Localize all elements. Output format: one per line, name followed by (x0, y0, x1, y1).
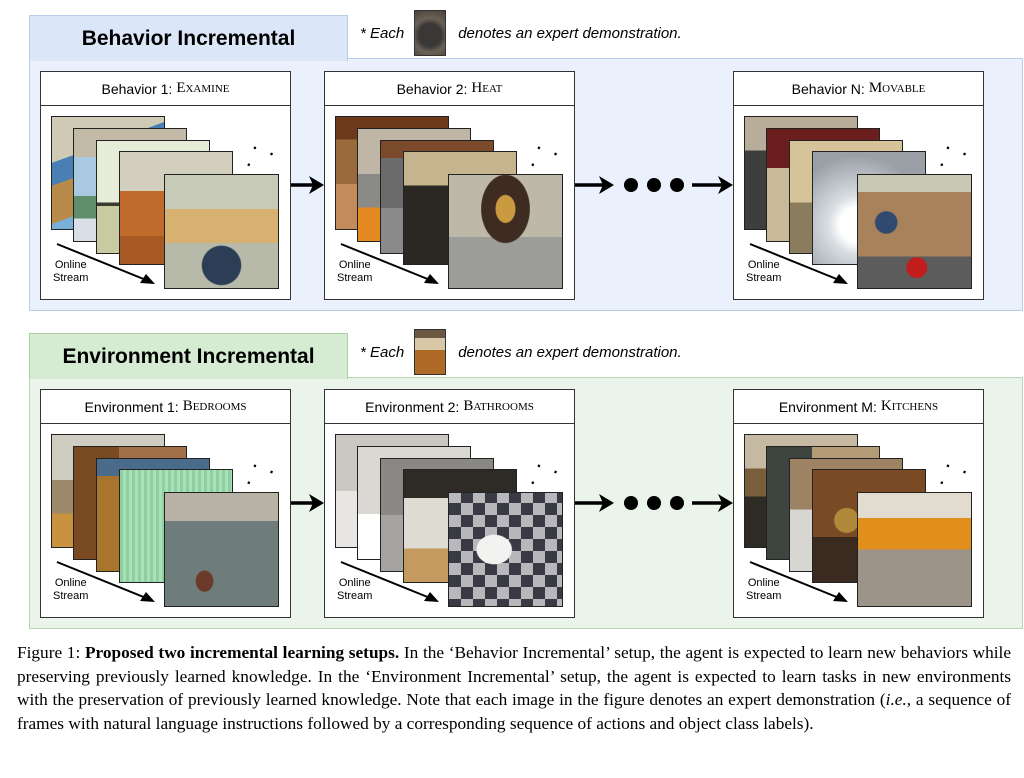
demo-frame (448, 492, 563, 607)
card-label: Behavior 1: (101, 80, 173, 97)
card-header: Environment M: Kitchens (734, 390, 983, 424)
demonstration-thumbnail-icon (414, 10, 447, 56)
online-stream-arrow-icon (56, 243, 155, 284)
card-task-name: Heat (471, 80, 503, 96)
card-header: Environment 1: Bedrooms (41, 390, 290, 424)
ellipsis-dot (670, 496, 684, 510)
card-task-name: Bathrooms (463, 398, 534, 414)
environment-note: * Each denotes an expert demonstration. (360, 329, 682, 375)
caption-text-2: , a sequence of frames with natural lang… (17, 690, 1011, 733)
note-suffix: denotes an expert demonstration. (458, 343, 682, 361)
demo-frame (857, 492, 972, 607)
ellipsis-dot (670, 178, 684, 192)
demo-frame (857, 174, 972, 289)
next-arrow-icon (291, 176, 324, 194)
demo-frame (164, 174, 279, 289)
caption-italic: i.e. (885, 690, 907, 709)
figure-caption: Figure 1: Proposed two incremental learn… (17, 641, 1011, 735)
card-label: Environment 1: (84, 398, 179, 415)
demo-frame (448, 174, 563, 289)
next-arrow-icon (692, 494, 733, 512)
online-stream-arrow-icon (56, 561, 155, 602)
ellipsis-dot (647, 496, 661, 510)
next-arrow-icon (291, 494, 324, 512)
ellipsis-dots-icon (624, 178, 684, 192)
card-header: Environment 2: Bathrooms (325, 390, 574, 424)
ellipsis-dot (624, 496, 638, 510)
note-suffix: denotes an expert demonstration. (458, 24, 682, 42)
card-header: Behavior N: Movable (734, 72, 983, 106)
note-prefix: * Each (360, 343, 405, 361)
next-arrow-icon (692, 176, 733, 194)
environment-incremental-title: Environment Incremental (29, 333, 348, 379)
caption-title: Proposed two incremental learning setups… (84, 643, 400, 662)
ellipsis-dots-icon (624, 496, 684, 510)
note-prefix: * Each (360, 24, 405, 42)
card-task-name: Examine (176, 80, 230, 96)
card-label: Behavior 2: (396, 80, 468, 97)
online-stream-arrow-icon (340, 561, 439, 602)
card-header: Behavior 2: Heat (325, 72, 574, 106)
ellipsis-dot (624, 178, 638, 192)
online-stream-arrow-icon (340, 243, 439, 284)
demonstration-thumbnail-icon (414, 329, 447, 375)
demo-frame (164, 492, 279, 607)
caption-text-1: In the ‘Behavior Incremental’ setup, the… (17, 643, 1011, 709)
caption-prefix: Figure 1: (17, 643, 85, 662)
card-task-name: Kitchens (880, 398, 939, 414)
card-task-name: Movable (868, 80, 926, 96)
ellipsis-dot (647, 178, 661, 192)
card-label: Behavior N: (791, 80, 865, 97)
next-arrow-icon (575, 494, 614, 512)
card-label: Environment 2: (365, 398, 460, 415)
next-arrow-icon (575, 176, 614, 194)
card-task-name: Bedrooms (182, 398, 247, 414)
card-label: Environment M: (778, 398, 877, 415)
online-stream-arrow-icon (749, 243, 848, 284)
behavior-note: * Each denotes an expert demonstration. (360, 10, 682, 56)
card-header: Behavior 1: Examine (41, 72, 290, 106)
behavior-incremental-title: Behavior Incremental (29, 15, 348, 61)
online-stream-arrow-icon (749, 561, 848, 602)
